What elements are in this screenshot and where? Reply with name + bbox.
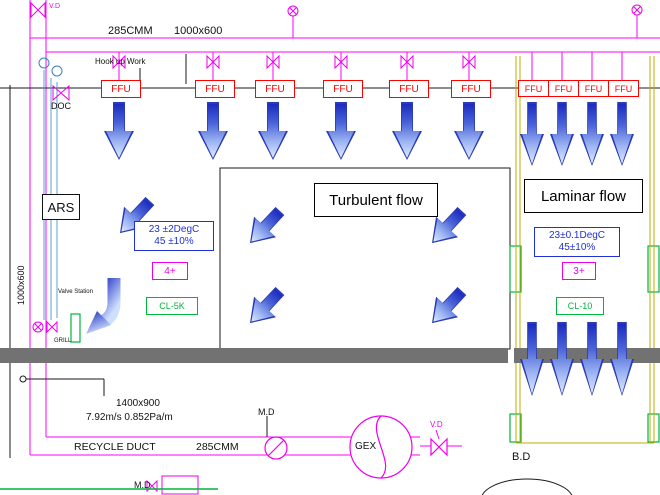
airflow-down-arrow	[258, 102, 288, 160]
sensor-lines	[38, 57, 63, 320]
valve-station-label: Valve Station	[58, 289, 93, 295]
ffu-unit: FFU	[518, 80, 549, 97]
vd-valve-symbol	[430, 437, 448, 457]
turbulent-conditions-box: 23 ±2DegC 45 ±10%	[134, 221, 214, 251]
recycle-duct-label: RECYCLE DUCT	[74, 441, 156, 453]
ffu-unit: FFU	[195, 80, 235, 98]
temp-value: 23±0.1DegC	[548, 230, 606, 241]
md-bottom-label: M.D	[134, 480, 151, 490]
ffu-unit: FFU	[323, 80, 363, 98]
ffu-label: FFU	[333, 83, 353, 95]
recycle-equipment	[264, 415, 448, 479]
ffu-unit: FFU	[608, 80, 639, 97]
ffu-label: FFU	[265, 83, 285, 95]
laminar-flow-text: Laminar flow	[540, 187, 627, 205]
md-label: M.D	[258, 407, 275, 417]
laminar-flow-title: Laminar flow	[524, 179, 643, 213]
floor-return-arrow	[610, 322, 634, 396]
ffu-unit: FFU	[255, 80, 295, 98]
airflow-down-arrow	[550, 102, 574, 166]
ars-label: ARS	[47, 199, 75, 215]
grill-label: GRILL	[54, 338, 72, 344]
ffu-label: FFU	[584, 83, 603, 94]
gex-label: GEX	[355, 441, 377, 452]
bent-return-arrow	[86, 278, 121, 334]
airflow-down-arrow	[520, 102, 544, 166]
vd-top-label: V.D	[49, 3, 61, 10]
vd-label: V.D	[430, 420, 443, 429]
class-value: CL-10	[567, 301, 593, 311]
airflow-down-arrow	[104, 102, 134, 160]
airflow-down-arrow	[326, 102, 356, 160]
ffu-label: FFU	[461, 83, 481, 95]
laminar-class-box: CL-10	[556, 297, 604, 315]
airflow-down-arrow	[454, 102, 484, 160]
class-plus-value: 3+	[573, 265, 585, 277]
temp-value: 23 ±2DegC	[148, 224, 200, 235]
bottom-ellipse	[481, 478, 573, 495]
airflow-down-arrow	[610, 102, 634, 166]
duct-flow-label: 285CMM	[108, 25, 153, 37]
floor-return-arrow	[520, 322, 544, 396]
duct-size-label: 1000x600	[174, 25, 223, 37]
ffu-unit: FFU	[548, 80, 579, 97]
class-plus-value: 4+	[164, 265, 176, 277]
ffu-label: FFU	[524, 83, 543, 94]
laminar-class-plus-box: 3+	[562, 262, 596, 280]
ars-box: ARS	[42, 194, 80, 220]
turbulent-flow-text: Turbulent flow	[329, 191, 423, 209]
doc-label: DOC	[51, 101, 71, 111]
turbulent-flow-title: Turbulent flow	[314, 183, 438, 217]
hookup-label: Hook up Work	[95, 57, 146, 66]
raised-floor	[0, 348, 508, 363]
ffu-unit: FFU	[101, 80, 141, 98]
sensor-icon	[51, 65, 63, 77]
airflow-down-arrow	[198, 102, 228, 160]
doc-damper-symbol	[52, 84, 70, 102]
sensor-icon	[38, 57, 50, 69]
humidity-value: 45 ±10%	[154, 236, 194, 247]
ffu-label: FFU	[111, 83, 131, 95]
grill-symbol	[70, 313, 81, 343]
riser-size-label: 1000x600	[16, 265, 26, 305]
laminar-conditions-box: 23±0.1DegC 45±10%	[534, 227, 620, 257]
floor-return-arrow	[550, 322, 574, 396]
humidity-value: 45±10%	[558, 242, 596, 253]
airflow-down-arrow	[580, 102, 604, 166]
bd-label: B.D	[512, 451, 531, 463]
return-velocity-label: 7.92m/s 0.852Pa/m	[86, 412, 173, 423]
floor-return-arrow	[580, 322, 604, 396]
turbulent-class-box: CL-5K	[146, 297, 198, 315]
return-dim-label: 1400x900	[116, 398, 160, 409]
ffu-label: FFU	[399, 83, 419, 95]
ffu-unit: FFU	[578, 80, 609, 97]
ffu-unit: FFU	[389, 80, 429, 98]
laminar-zone-boundary	[515, 56, 655, 444]
turbulent-class-plus-box: 4+	[152, 262, 188, 280]
airflow-down-arrow	[392, 102, 422, 160]
ffu-label: FFU	[554, 83, 573, 94]
class-value: CL-5K	[159, 301, 185, 311]
ffu-label: FFU	[614, 83, 633, 94]
recycle-flow-label: 285CMM	[196, 441, 239, 453]
ffu-label: FFU	[205, 83, 225, 95]
duct-lines	[29, 0, 660, 456]
ffu-unit: FFU	[451, 80, 491, 98]
